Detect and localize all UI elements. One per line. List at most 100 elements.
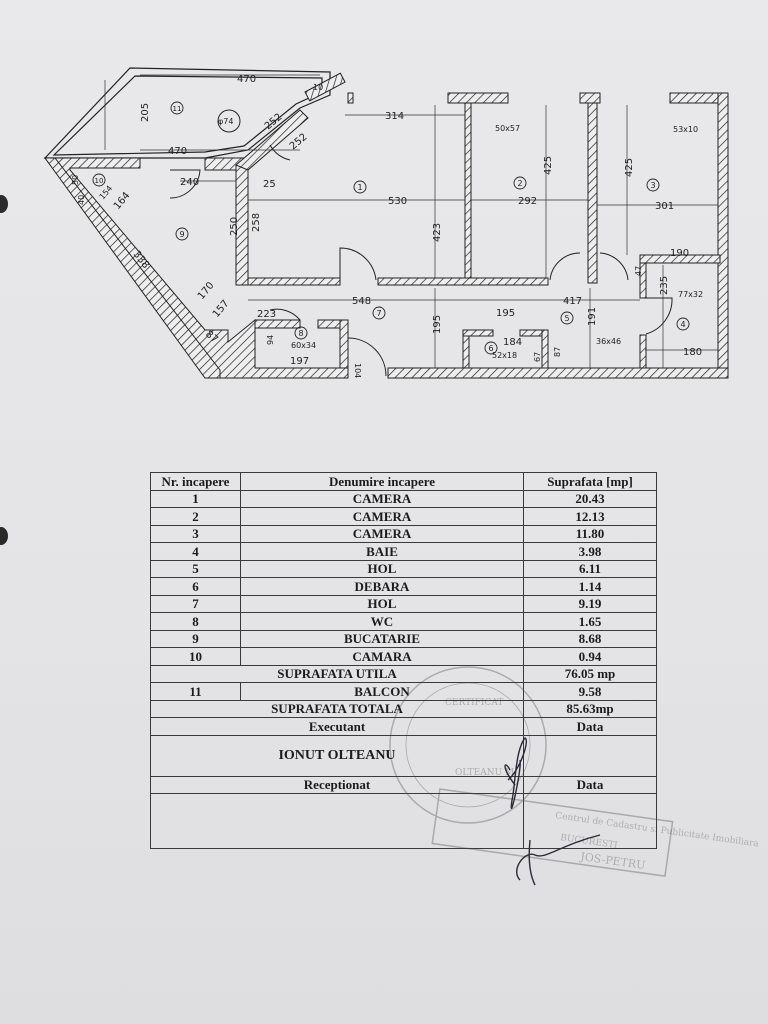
cell-nr: 5: [150, 559, 241, 578]
room-number: 2: [517, 179, 522, 188]
room-number: 7: [376, 309, 381, 318]
dim-kitchen-164: 164: [112, 190, 133, 212]
useful-area-value: 76.05 mp: [523, 664, 657, 683]
cell-area: 9.58: [523, 682, 657, 701]
dim-kitchen-top: 240: [180, 177, 199, 188]
dim-hall-fixture: 36x46: [596, 337, 621, 346]
cell-name: BAIE: [240, 542, 524, 561]
cell-nr: 4: [150, 542, 241, 561]
executant-label: Executant: [150, 717, 524, 736]
dim-storage-top: 195: [496, 308, 515, 319]
dim-room3-bottom: 190: [670, 248, 689, 259]
dim-wc-height: 94: [266, 335, 275, 345]
cell-area: 11.80: [523, 524, 657, 543]
receptionat-label: Receptionat: [150, 775, 524, 794]
executant-name: IONUT OLTEANU: [150, 734, 524, 777]
cell-name: CAMERA: [240, 489, 524, 508]
dim-room3-height: 425: [624, 158, 635, 177]
dim-hall5-width: 417: [563, 296, 582, 307]
dim-room3-closet: 53x10: [673, 125, 698, 134]
walls: [43, 72, 729, 379]
receptionat-row: [150, 793, 657, 849]
cell-area: 1.65: [523, 612, 657, 631]
dim-hall7-width: 548: [352, 296, 371, 307]
table-header-row: Nr. incapere Denumire incapere Suprafata…: [150, 472, 657, 491]
dim-room2-closet: 50x57: [495, 124, 520, 133]
room-numbers: 1 2 3 4 5 6 7 8 9 10 11: [95, 105, 686, 353]
header-name: Denumire incapere: [240, 472, 524, 491]
door-swings: [169, 144, 673, 377]
receptionat-date: [523, 793, 657, 849]
dim-wc-fixture: 60x34: [291, 341, 316, 350]
dim-room1-width: 530: [388, 196, 407, 207]
cell-name: BUCATARIE: [240, 629, 524, 648]
room-number: 6: [488, 344, 493, 353]
receptionat-date-label: Data: [523, 775, 657, 794]
cell-area: 8.68: [523, 629, 657, 648]
dim-room1-offset: 25: [263, 179, 276, 190]
room-number: 4: [680, 320, 685, 329]
dim-room2-height: 425: [543, 156, 554, 175]
cell-area: 1.14: [523, 577, 657, 596]
room-number-markers: [92, 101, 690, 355]
cell-area: 0.94: [523, 647, 657, 666]
executant-date-label: Data: [523, 717, 657, 736]
cell-nr: 7: [150, 594, 241, 613]
cell-nr: 2: [150, 507, 241, 526]
dim-storage-height: 67: [533, 352, 542, 362]
dim-balcony-bottom: 470: [168, 146, 187, 157]
cell-name: DEBARA: [240, 577, 524, 596]
room-number: 8: [298, 329, 303, 338]
useful-area-label: SUPRAFATA UTILA: [150, 664, 524, 683]
room-number: 10: [95, 177, 104, 185]
cell-area: 20.43: [523, 489, 657, 508]
cell-name: WC: [240, 612, 524, 631]
dim-tree: φ74: [218, 117, 233, 126]
executant-row: IONUT OLTEANU: [150, 734, 657, 777]
dim-bath-fixture: 77x32: [678, 290, 703, 299]
dim-room1-top: 314: [385, 111, 404, 122]
dim-wc-door: 104: [353, 363, 362, 378]
dim-room2-width: 292: [518, 196, 537, 207]
dim-balcony-top: 470: [237, 74, 256, 85]
total-area-value: 85.63mp: [523, 699, 657, 718]
dim-kitchen-170: 170: [196, 280, 217, 302]
cell-nr: 9: [150, 629, 241, 648]
cell-area: 12.13: [523, 507, 657, 526]
room-number: 3: [650, 181, 655, 190]
dim-room1-height: 423: [432, 223, 443, 242]
header-nr: Nr. incapere: [150, 472, 241, 491]
dim-room3-width: 301: [655, 201, 674, 212]
dimension-labels: 470 470 205 252 252 10 φ74 314 530 423 2…: [71, 74, 703, 378]
dim-kitchen-right: 250: [229, 217, 240, 236]
cell-area: 3.98: [523, 542, 657, 561]
cell-area: 9.19: [523, 594, 657, 613]
punch-hole: [0, 527, 8, 545]
cell-name: BALCON: [240, 682, 524, 701]
dim-wc-top: 223: [257, 309, 276, 320]
total-area-label: SUPRAFATA TOTALA: [150, 699, 524, 718]
cell-area: 6.11: [523, 559, 657, 578]
dim-pantry-50: 50: [71, 175, 80, 185]
header-area: Suprafata [mp]: [523, 472, 657, 491]
dim-wc-bottom: 197: [290, 356, 309, 367]
dim-bath-height: 235: [659, 276, 670, 295]
dim-kitchen-157: 157: [211, 298, 232, 320]
dim-balcony-small: 10: [313, 83, 323, 92]
cell-nr: 11: [150, 682, 241, 701]
dim-hall5-height: 191: [587, 307, 598, 326]
floor-plan: 470 470 205 252 252 10 φ74 314 530 423 2…: [43, 67, 729, 379]
dim-hall-side: 87: [553, 347, 562, 357]
